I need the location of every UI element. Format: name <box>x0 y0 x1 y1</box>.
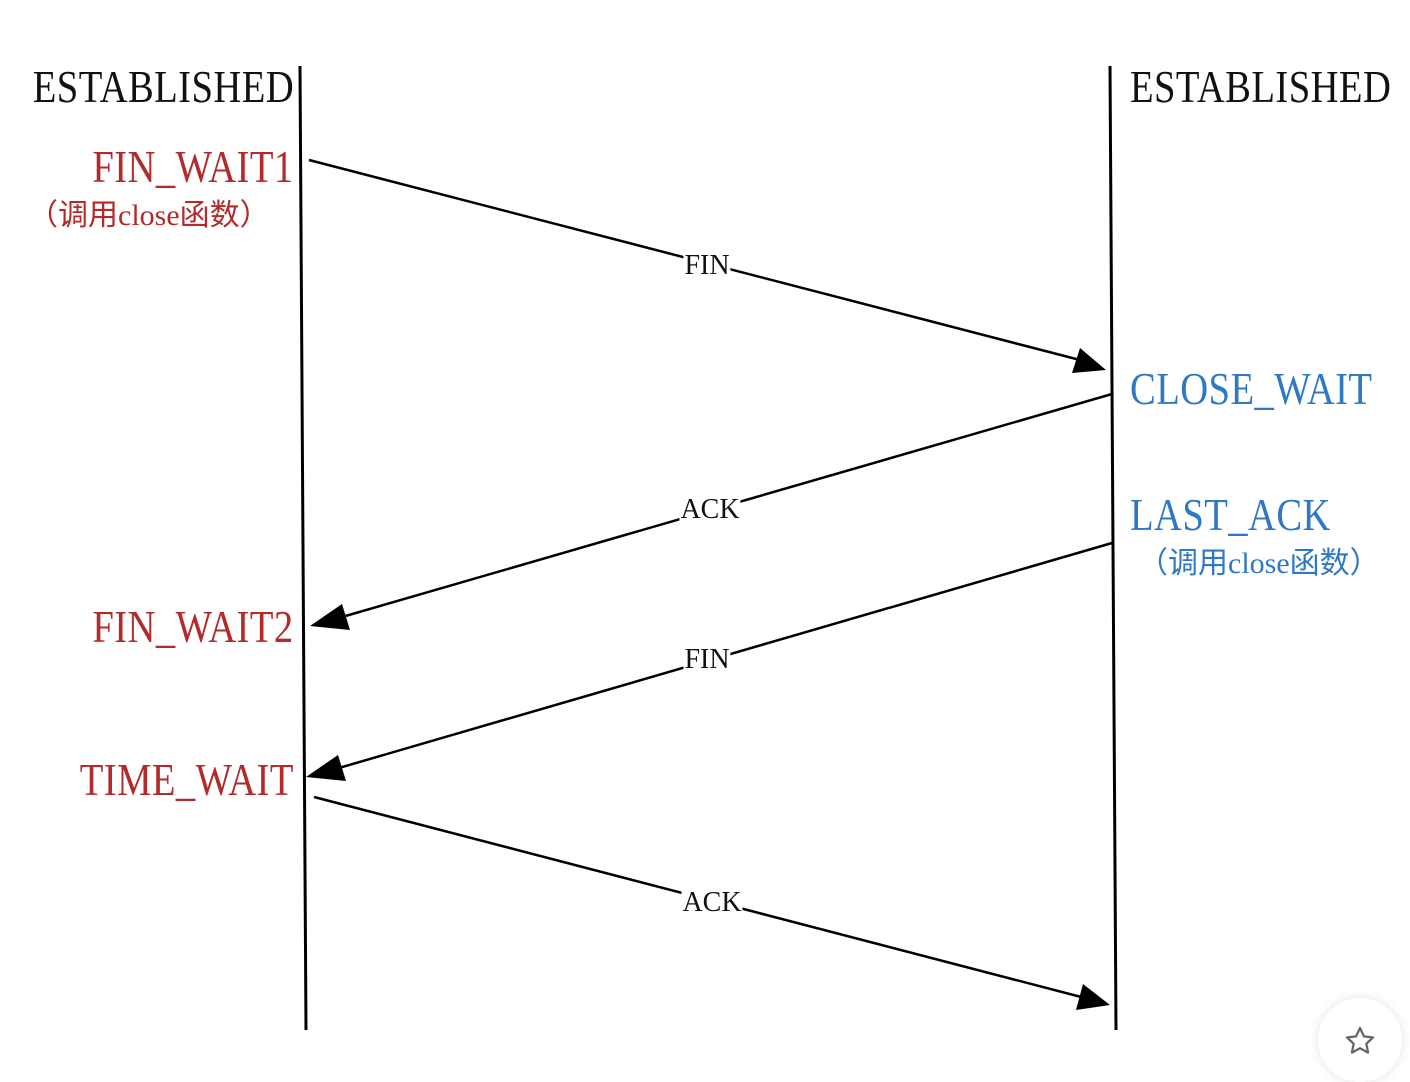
last-ack-state: LAST_ACK <box>1130 489 1331 540</box>
message-label-fin-1: FIN <box>683 250 731 281</box>
server-lifeline <box>1108 65 1118 1031</box>
fin-wait1-note: （调用close函数） <box>28 199 270 232</box>
message-label-fin-2: FIN <box>683 644 731 675</box>
client-established-label: ESTABLISHED <box>32 61 294 112</box>
arrow-fin-2-head <box>306 755 346 781</box>
favorite-button[interactable] <box>1318 998 1402 1082</box>
fin-wait2-state: FIN_WAIT2 <box>92 601 294 652</box>
star-outline-icon <box>1345 1026 1375 1054</box>
client-lifeline <box>298 65 308 1031</box>
arrow-ack-2-head <box>1076 984 1110 1010</box>
message-label-ack-1: ACK <box>679 494 741 525</box>
time-wait-state: TIME_WAIT <box>79 754 294 805</box>
close-wait-state: CLOSE_WAIT <box>1130 363 1373 414</box>
fin-wait1-state: FIN_WAIT1 <box>92 141 294 192</box>
arrow-fin-1-head <box>1072 348 1106 373</box>
arrow-ack-1-head <box>310 604 350 630</box>
server-established-label: ESTABLISHED <box>1130 61 1392 112</box>
last-ack-note: （调用close函数） <box>1138 547 1380 580</box>
message-label-ack-2: ACK <box>681 887 743 918</box>
